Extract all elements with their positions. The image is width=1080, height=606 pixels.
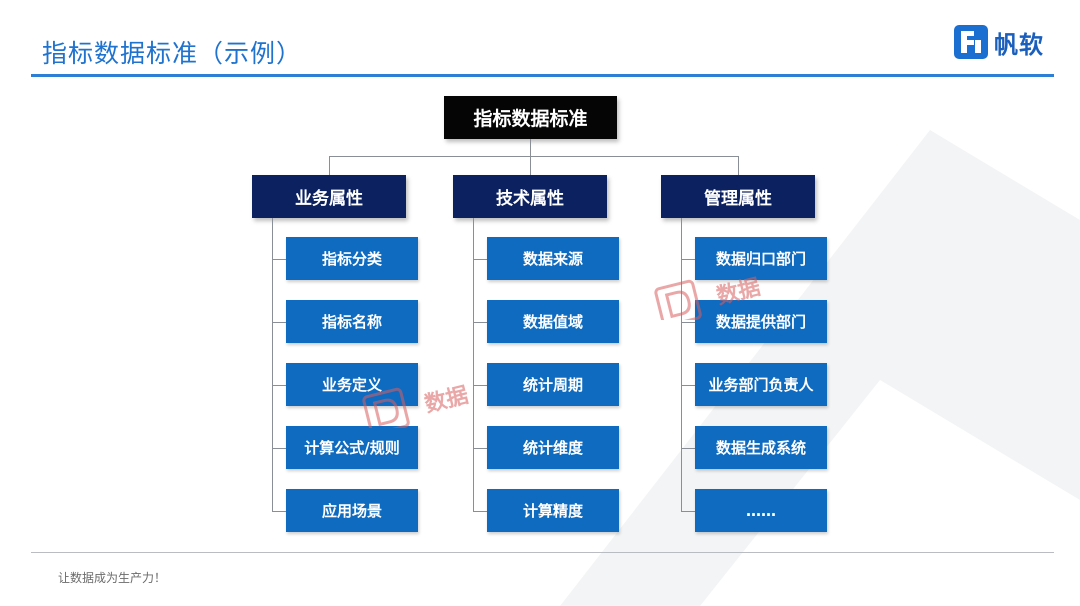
category-node: 技术属性 <box>453 175 607 218</box>
attribute-item: 计算精度 <box>487 489 619 532</box>
connector-line <box>272 447 286 449</box>
attribute-item: …… <box>695 489 827 532</box>
connector-line <box>473 218 474 511</box>
category-node: 业务属性 <box>252 175 406 218</box>
connector-line <box>272 218 273 511</box>
connector-line <box>473 384 487 386</box>
connector-line <box>329 156 330 175</box>
attribute-item: 数据值域 <box>487 300 619 343</box>
diagram-root: 指标数据标准 <box>444 96 617 139</box>
title-underline <box>31 74 1054 77</box>
attribute-item: 指标名称 <box>286 300 418 343</box>
connector-line <box>473 510 487 512</box>
connector-line <box>272 510 286 512</box>
connector-line <box>681 321 695 323</box>
category-node: 管理属性 <box>661 175 815 218</box>
connector-line <box>473 321 487 323</box>
attribute-item: 统计维度 <box>487 426 619 469</box>
connector-line <box>530 139 531 156</box>
attribute-item: 统计周期 <box>487 363 619 406</box>
connector-line <box>681 384 695 386</box>
footer-divider <box>31 552 1054 553</box>
connector-line <box>473 258 487 260</box>
attribute-item: 指标分类 <box>286 237 418 280</box>
brand-name: 帆软 <box>994 30 1044 59</box>
attribute-item: 业务部门负责人 <box>695 363 827 406</box>
attribute-item: 应用场景 <box>286 489 418 532</box>
connector-line <box>272 321 286 323</box>
attribute-item: 业务定义 <box>286 363 418 406</box>
attribute-item: 数据提供部门 <box>695 300 827 343</box>
connector-line <box>681 447 695 449</box>
connector-line <box>329 156 739 157</box>
attribute-item: 数据生成系统 <box>695 426 827 469</box>
footer-slogan: 让数据成为生产力！ <box>58 571 167 585</box>
attribute-item: 计算公式/规则 <box>286 426 418 469</box>
connector-line <box>272 258 286 260</box>
connector-line <box>738 156 739 175</box>
connector-line <box>681 510 695 512</box>
connector-line <box>473 447 487 449</box>
attribute-item: 数据来源 <box>487 237 619 280</box>
attribute-item: 数据归口部门 <box>695 237 827 280</box>
brand-logo: 帆软 <box>954 24 1044 60</box>
connector-line <box>272 384 286 386</box>
connector-line <box>530 156 531 175</box>
connector-line <box>681 258 695 260</box>
fanruan-logo-icon <box>954 25 988 59</box>
page-title: 指标数据标准（示例） <box>42 39 303 68</box>
connector-line <box>681 218 682 511</box>
